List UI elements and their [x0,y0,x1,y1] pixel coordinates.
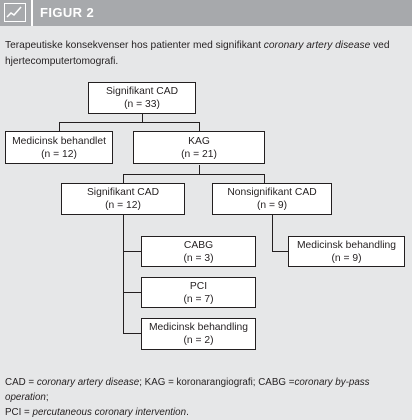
connector [123,292,142,293]
connector [272,214,273,252]
node-cabg: CABG (n = 3) [141,236,256,267]
node-medicinsk-behandlet: Medicinsk behandlet (n = 12) [5,131,113,164]
node-pci: PCI (n = 7) [141,277,256,308]
figure-header: FIGUR 2 [0,0,412,26]
connector [199,122,200,132]
connector [264,174,265,184]
connector [199,165,200,175]
connector [123,214,124,334]
connector [123,174,264,175]
figure-caption: Terapeutiske konsekvenser hos patienter … [5,40,390,67]
connector [142,113,143,123]
header-divider [31,0,33,26]
connector [59,122,60,132]
figure-title: FIGUR 2 [40,5,95,20]
node-medicinsk-behandling-noncad: Medicinsk behandling (n = 9) [288,236,405,267]
line-chart-icon [4,3,26,22]
node-root-significant-cad: Signifikant CAD (n = 33) [88,82,196,114]
connector [59,122,199,123]
abbreviation-footnote: CAD = coronary artery disease; KAG = kor… [5,377,370,418]
connector [123,174,124,184]
connector [123,333,142,334]
node-kag: KAG (n = 21) [133,131,265,164]
connector [272,251,289,252]
node-significant-cad: Signifikant CAD (n = 12) [61,183,185,215]
node-nonsignificant-cad: Nonsignifikant CAD (n = 9) [212,183,332,215]
node-medicinsk-behandling-cad: Medicinsk behandling (n = 2) [141,318,256,350]
connector [123,251,142,252]
